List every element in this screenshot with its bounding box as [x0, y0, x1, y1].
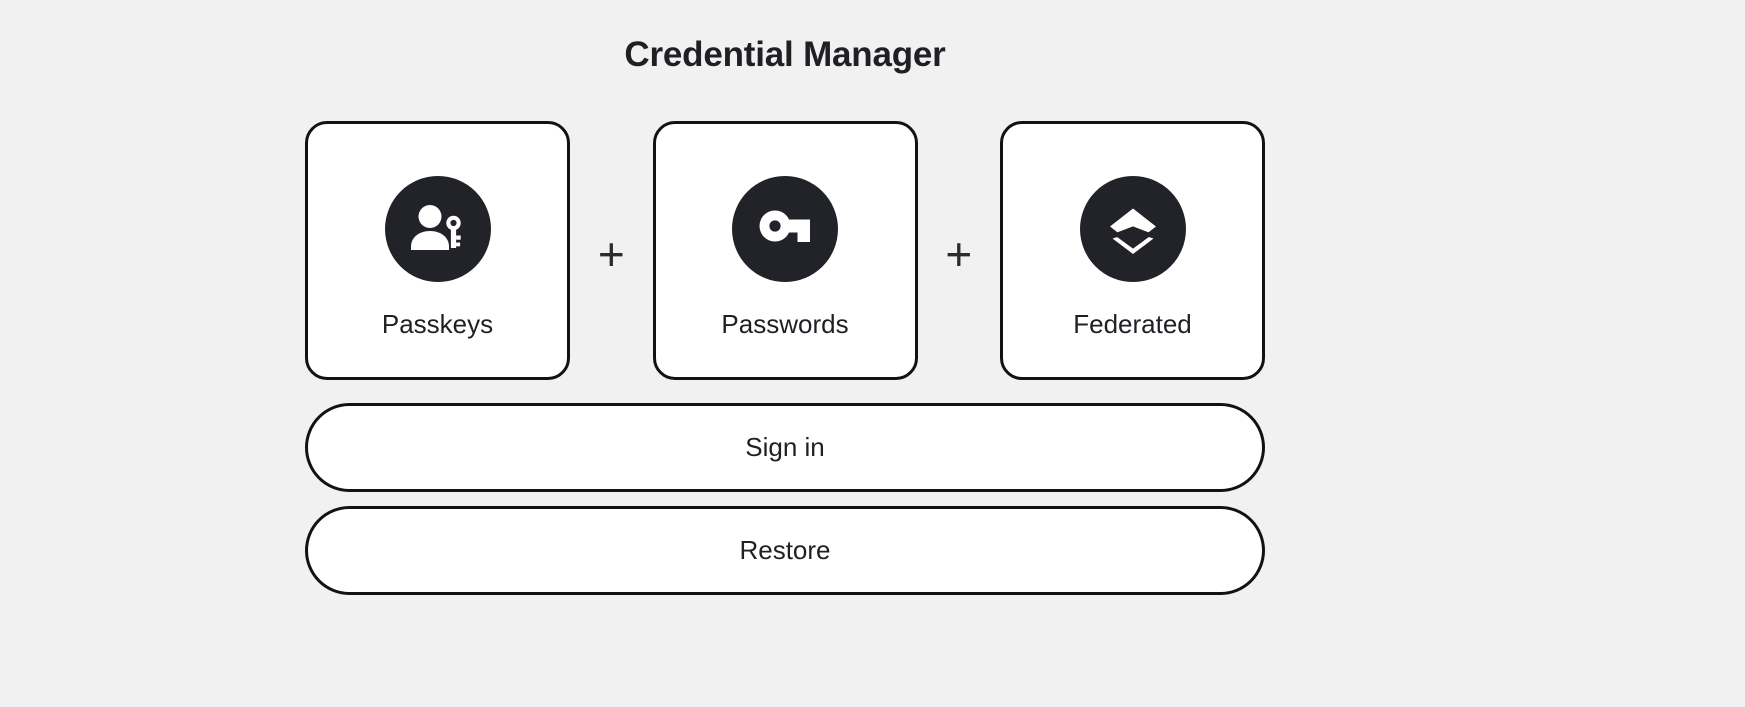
key-icon — [732, 176, 838, 282]
credential-type-row: Passkeys + Passwords + — [305, 121, 1265, 380]
credential-card-passwords[interactable]: Passwords — [652, 121, 918, 380]
sign-in-button[interactable]: Sign in — [305, 403, 1265, 492]
plus-separator-2: + — [945, 227, 973, 280]
restore-button[interactable]: Restore — [305, 506, 1265, 595]
layers-icon — [1079, 176, 1186, 282]
plus-separator-1: + — [597, 227, 625, 280]
person-key-icon — [384, 176, 491, 282]
credential-card-label: Passkeys — [381, 309, 494, 339]
credential-card-passkeys[interactable]: Passkeys — [305, 121, 570, 380]
page-title: Credential Manager — [624, 35, 946, 74]
credential-card-federated[interactable]: Federated — [1000, 121, 1265, 380]
credential-card-label: Passwords — [721, 309, 849, 339]
credential-card-label: Federated — [1073, 309, 1192, 339]
